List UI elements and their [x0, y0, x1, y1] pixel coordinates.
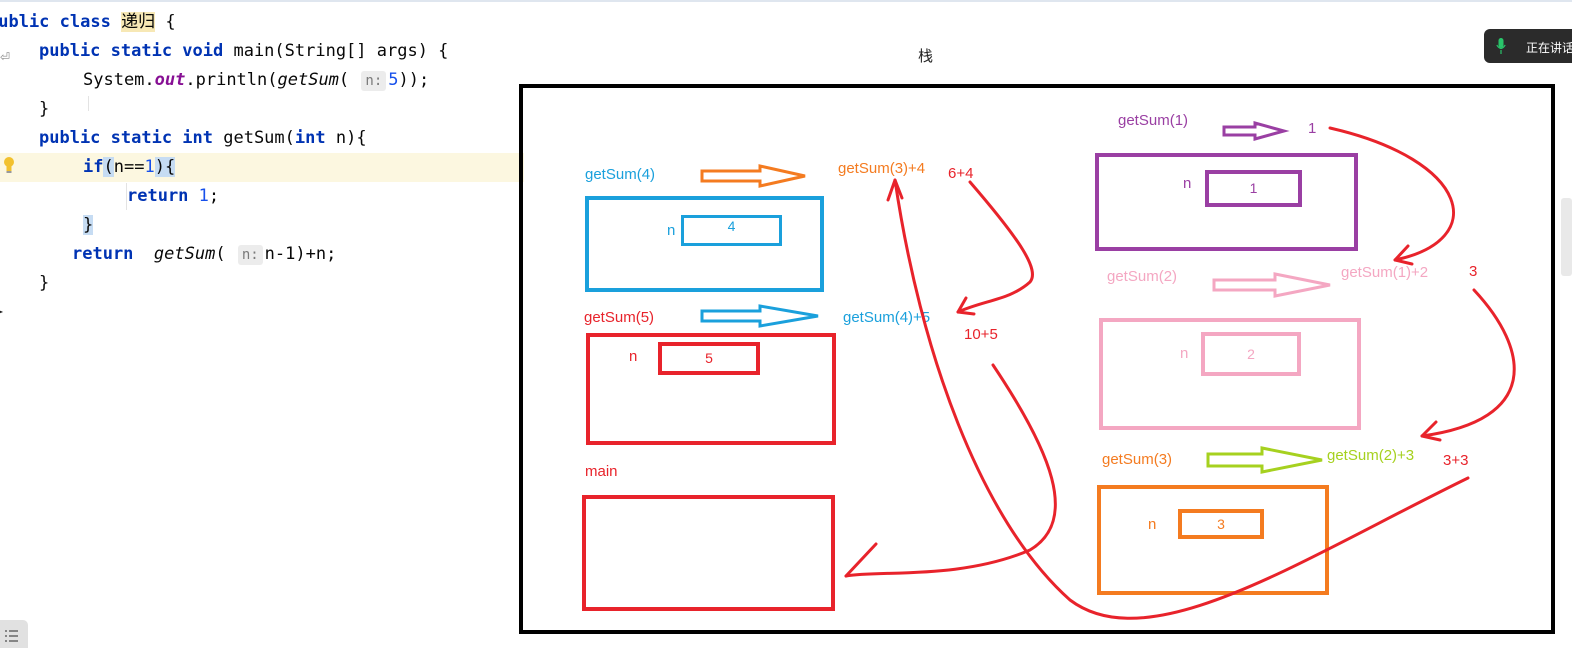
code-line-main: public static void main(String[] args) { [39, 41, 449, 61]
code-line-close-if: } [83, 215, 94, 235]
indent-guide [126, 183, 127, 210]
structure-icon[interactable] [0, 620, 28, 648]
call-arrow-orange [700, 164, 806, 188]
code-line-close-getsum: } [39, 273, 50, 293]
code-line-println: System.out.println(getSum( n:5)); [83, 70, 430, 91]
lightbulb-icon[interactable] [2, 156, 16, 174]
sum-6-plus-4: 6+4 [948, 165, 974, 182]
result-getsum1-plus-2: getSum(1)+2 [1341, 264, 1429, 281]
frame-label-getsum3: getSum(3) [1102, 451, 1173, 468]
frame-label-getsum5: getSum(5) [584, 309, 655, 326]
var-label: n [667, 222, 676, 239]
var-box-n: 1 [1205, 170, 1302, 207]
class-name: 递归 [121, 12, 156, 32]
call-arrow-green [1206, 446, 1323, 474]
result-1: 1 [1308, 120, 1317, 137]
speaking-indicator[interactable]: 正在讲话 [1484, 29, 1572, 63]
var-label: n [1148, 516, 1157, 533]
code-line-close-main: } [39, 99, 50, 119]
current-line-highlight [0, 153, 524, 182]
result-getsum4-plus-5: getSum(4)+5 [843, 309, 931, 326]
sum-3: 3 [1469, 263, 1478, 280]
stack-frame-main [582, 495, 835, 611]
code-line-class: public class 递归 { [0, 12, 176, 32]
call-arrow-purple [1222, 121, 1290, 141]
indent-guide [88, 96, 89, 111]
frame-label-getsum4: getSum(4) [585, 166, 656, 183]
stack-frame-getsum3 [1097, 485, 1329, 595]
speaking-label: 正在讲话 [1526, 41, 1572, 55]
var-label: n [629, 348, 638, 365]
var-label: n [1183, 175, 1192, 192]
result-getsum2-plus-3: getSum(2)+3 [1327, 447, 1415, 464]
sum-10-plus-5: 10+5 [964, 326, 998, 343]
var-box-n: 5 [658, 342, 760, 375]
frame-label-getsum2: getSum(2) [1107, 268, 1178, 285]
result-getsum3-plus-4: getSum(3)+4 [838, 160, 926, 177]
stack-title: 栈 [918, 48, 934, 65]
frame-label-getsum1: getSum(1) [1118, 112, 1189, 129]
frame-label-main: main [585, 463, 618, 480]
gutter-run-marker[interactable]: ⏎ [0, 50, 11, 64]
return-curve-5 [844, 363, 1057, 578]
stack-diagram-board [519, 84, 1555, 634]
code-line-return-one: return 1; [127, 186, 220, 206]
return-curve-3 [893, 178, 1470, 620]
return-curve-4 [956, 180, 1034, 314]
stack-frame-getsum4 [585, 196, 824, 292]
var-box-n: 3 [1178, 509, 1264, 539]
return-curve-1 [1328, 126, 1455, 262]
stack-frame-getsum1 [1095, 153, 1358, 251]
call-arrow-blue [700, 304, 819, 328]
sum-3-plus-3: 3+3 [1443, 452, 1469, 469]
call-arrow-pink [1212, 272, 1331, 298]
code-line-return: return getSum( n:n-1)+n; [72, 244, 337, 265]
code-line-close-class: } [0, 298, 4, 327]
param-hint: n: [361, 71, 387, 91]
var-box-n: 2 [1201, 332, 1301, 376]
stack-frame-getsum5 [586, 333, 836, 445]
microphone-icon [1496, 38, 1506, 54]
code-line-if: if(n==1){ [83, 157, 176, 177]
top-border [0, 0, 1572, 2]
code-line-getsum: public static int getSum(int n){ [39, 128, 367, 148]
var-box-n: 4 [681, 215, 782, 246]
return-curve-2 [1420, 288, 1516, 438]
scrollbar[interactable] [1561, 198, 1572, 276]
var-label: n [1180, 345, 1189, 362]
stack-frame-getsum2 [1099, 318, 1361, 430]
param-hint: n: [237, 245, 263, 265]
